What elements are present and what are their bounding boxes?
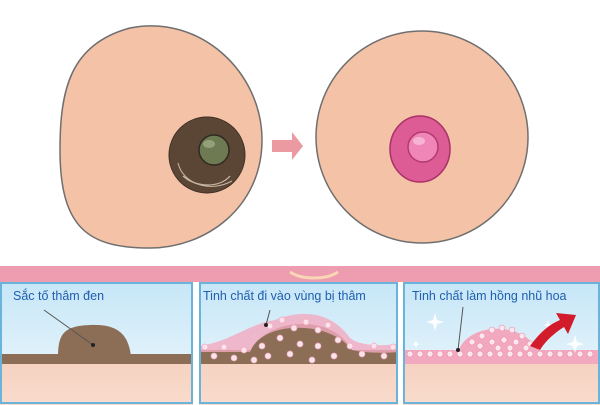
right-arrow-icon	[272, 132, 303, 160]
breast-before	[59, 25, 263, 249]
process-panels	[0, 282, 600, 405]
upward-arrow-icon	[530, 313, 576, 350]
panel-label-pigment: Sắc tố thâm đen	[13, 289, 105, 303]
strip-decoration	[289, 270, 339, 280]
panel-essence-enter	[199, 282, 398, 405]
divider-strip	[0, 266, 600, 282]
breast-after	[315, 30, 529, 244]
panel-label-pink-result: Tinh chất làm hồng nhũ hoa	[412, 289, 567, 303]
panel-label-essence-enter: Tinh chất đi vào vùng bị thâm	[203, 289, 366, 303]
panel-pigment	[0, 282, 193, 405]
panel-pink-result	[403, 282, 600, 405]
top-illustration	[59, 25, 529, 249]
